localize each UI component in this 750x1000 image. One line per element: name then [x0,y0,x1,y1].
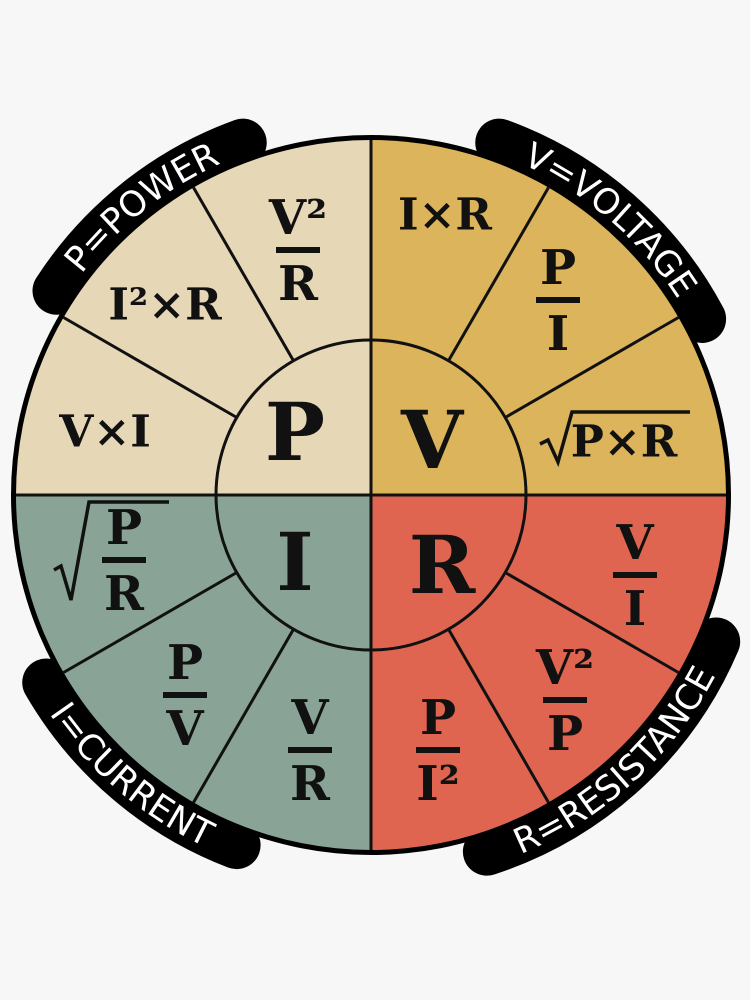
current-formula-denominator: R [104,566,145,622]
voltage-formula-denominator: I [547,306,569,362]
current-center-letter: I [276,515,313,609]
power-center-letter: P [265,385,325,479]
power-formula-fraction-bar [276,247,320,253]
voltage-formula: I×R [398,190,492,241]
power-formula-numerator: V² [268,190,327,246]
resistance-quadrant [371,495,726,850]
power-formula: V×I [58,407,151,458]
current-formula-denominator: V [165,701,204,757]
inner-circle [214,338,528,652]
segment-divider [192,186,295,362]
current-formula-fraction-bar [163,692,207,698]
resistance-formula-numerator: V [615,515,654,571]
voltage-formula: P×R [571,417,678,468]
resistance-formula-denominator: I [624,581,646,637]
segment-divider [447,628,550,804]
voltage-quadrant [371,140,726,495]
current-formula-fraction-bar [102,557,146,563]
voltage-center-letter: V [400,393,465,487]
current-formula-numerator: P [167,635,203,691]
resistance-center-letter: R [409,518,476,612]
resistance-formula-denominator: I² [416,756,459,812]
resistance-formula-fraction-bar [416,747,460,753]
current-formula-denominator: R [290,756,331,812]
square-root-icon [53,500,169,601]
label-band [22,658,261,870]
label-band [462,617,741,876]
current-formula-numerator: V [290,690,329,746]
resistance-formula-fraction-bar [543,697,587,703]
current-formula-fraction-bar [288,747,332,753]
label-band [475,118,727,343]
segment-divider [447,186,550,362]
power-formula-denominator: R [278,256,319,312]
power-formula: I²×R [108,280,222,331]
square-root-icon [539,410,690,468]
segment-divider [62,571,238,674]
segment-divider [192,628,295,804]
resistance-formula-numerator: V² [535,640,594,696]
segment-divider [62,316,238,419]
voltage-formula-fraction-bar [536,297,580,303]
voltage-formula-numerator: P [540,240,576,296]
segment-divider [504,571,680,674]
current-quadrant [16,495,371,850]
power-quadrant [16,140,371,495]
resistance-formula-fraction-bar [613,572,657,578]
resistance-formula-numerator: P [420,690,456,746]
current-formula-numerator: P [106,500,142,556]
resistance-formula-denominator: P [547,706,583,762]
label-band [32,118,267,315]
segment-divider [504,316,680,419]
